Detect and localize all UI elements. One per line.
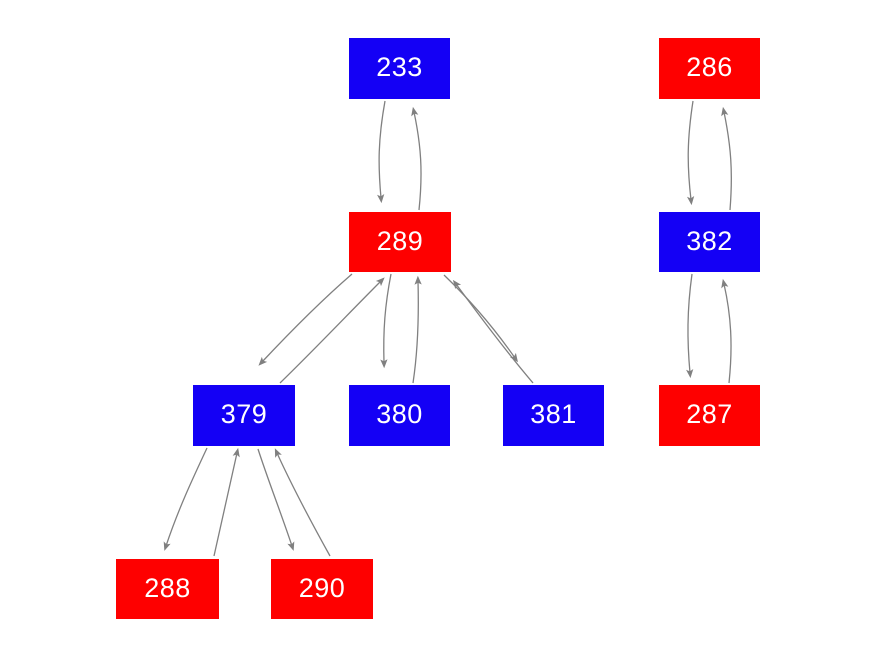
- edge-289-to-380: [380, 273, 392, 369]
- edge-289-to-381: [443, 274, 518, 363]
- graph-node-290[interactable]: 290: [271, 559, 373, 619]
- edge-286-to-382: [686, 100, 695, 206]
- graph-node-286[interactable]: 286: [659, 38, 760, 99]
- edge-288-to-379: [213, 447, 240, 557]
- graph-node-label: 286: [686, 52, 733, 82]
- graph-node-381[interactable]: 381: [503, 385, 604, 446]
- graph-node-label: 381: [530, 399, 577, 429]
- edge-380-to-289: [412, 275, 422, 384]
- edge-379-to-290: [257, 448, 295, 551]
- edge-379-to-289: [279, 277, 385, 384]
- edge-382-to-287: [686, 273, 694, 379]
- graph-node-label: 288: [144, 572, 191, 603]
- graph-node-label: 382: [686, 225, 733, 256]
- edge-289-to-233: [411, 106, 422, 211]
- graph-node-label: 287: [686, 399, 733, 429]
- edge-287-to-382: [721, 278, 732, 384]
- graph-node-label: 289: [376, 225, 424, 256]
- graph-node-label: 290: [298, 572, 346, 603]
- graph-node-label: 233: [376, 52, 423, 82]
- edge-233-to-289: [377, 100, 386, 204]
- edge-289-to-379: [258, 273, 353, 366]
- graph-node-233[interactable]: 233: [349, 38, 450, 99]
- edge-382-to-286: [721, 106, 732, 211]
- graph-node-287[interactable]: 287: [659, 385, 760, 446]
- graph-node-289[interactable]: 289: [349, 212, 451, 272]
- graph-node-379[interactable]: 379: [193, 385, 295, 446]
- edge-379-to-288: [163, 447, 208, 551]
- edges-group: [163, 100, 732, 557]
- graph-node-382[interactable]: 382: [659, 212, 760, 272]
- edge-290-to-379: [274, 448, 331, 557]
- graph-node-288[interactable]: 288: [116, 559, 219, 619]
- graph-node-label: 380: [376, 399, 423, 429]
- edge-381-to-289: [452, 279, 534, 384]
- graph-node-380[interactable]: 380: [349, 385, 450, 446]
- graph-node-label: 379: [220, 399, 268, 429]
